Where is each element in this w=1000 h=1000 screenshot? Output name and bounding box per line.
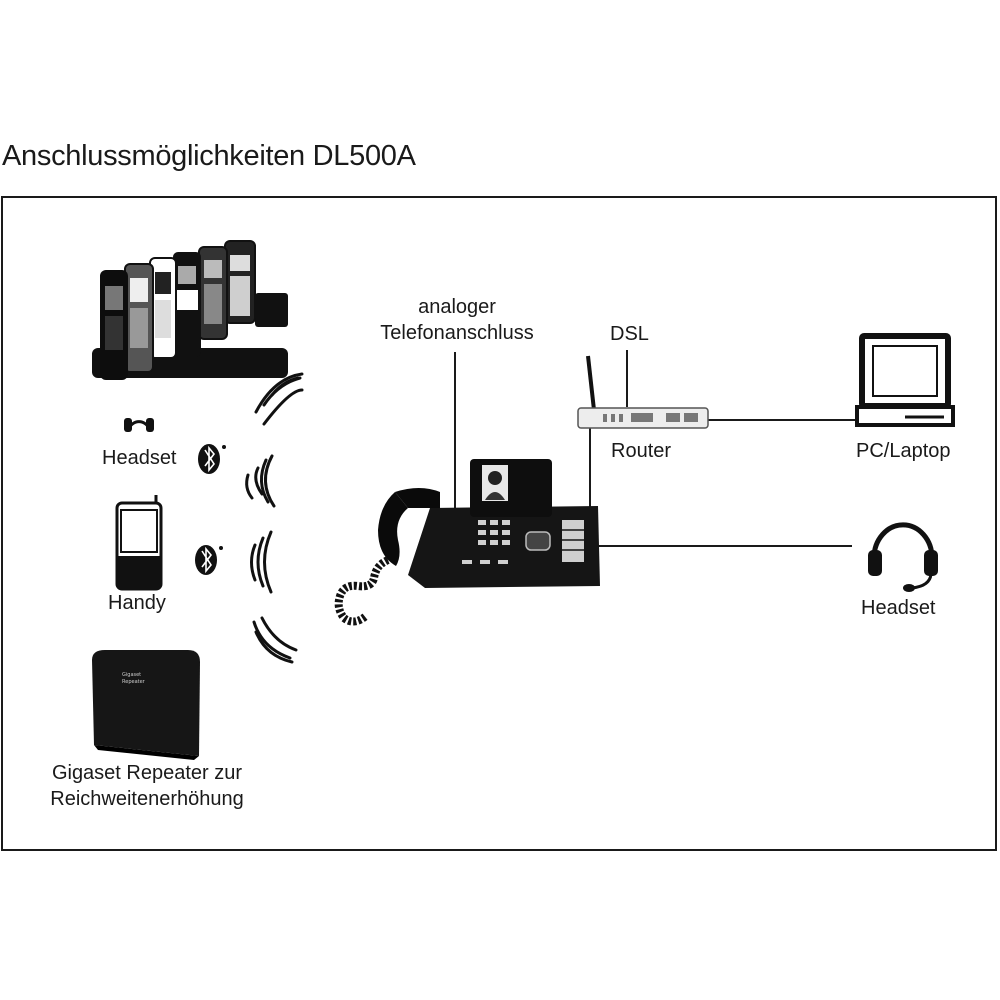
desk-phone-icon bbox=[334, 459, 600, 626]
headset-left-label: Headset bbox=[102, 447, 177, 469]
computer-icon bbox=[855, 333, 955, 427]
bluetooth-icon bbox=[195, 545, 223, 575]
wired-headset-icon bbox=[868, 522, 938, 592]
wireless-waves-icon bbox=[245, 372, 304, 664]
repeater-label: Gigaset Repeater zur Reichweitenerhöhung bbox=[36, 760, 258, 812]
connection-lines bbox=[454, 350, 856, 547]
bluetooth-icon bbox=[198, 444, 226, 474]
pc-laptop-label: PC/Laptop bbox=[856, 440, 951, 462]
repeater-label-line2: Reichweitenerhöhung bbox=[50, 788, 244, 810]
analog-label-line1: analoger bbox=[418, 296, 496, 318]
handy-label: Handy bbox=[108, 592, 166, 614]
analog-label-line2: Telefonanschluss bbox=[380, 322, 534, 344]
svg-text:Repeater: Repeater bbox=[122, 679, 146, 685]
diagram-frame bbox=[1, 196, 997, 851]
router-label: Router bbox=[611, 440, 672, 462]
svg-text:Gigaset: Gigaset bbox=[122, 672, 141, 678]
repeater-icon: Gigaset Repeater bbox=[92, 650, 200, 760]
headset-right-label: Headset bbox=[861, 597, 936, 619]
diagram-title: Anschlussmöglichkeiten DL500A bbox=[2, 140, 416, 172]
repeater-label-line1: Gigaset Repeater zur bbox=[51, 762, 243, 784]
headset-icon bbox=[124, 418, 154, 432]
mobile-phone-icon bbox=[115, 495, 163, 591]
router-icon bbox=[577, 355, 709, 429]
analog-line-label: analoger Telefonanschluss bbox=[372, 294, 542, 346]
dsl-label: DSL bbox=[610, 323, 649, 345]
handset-group-icon bbox=[92, 240, 288, 380]
